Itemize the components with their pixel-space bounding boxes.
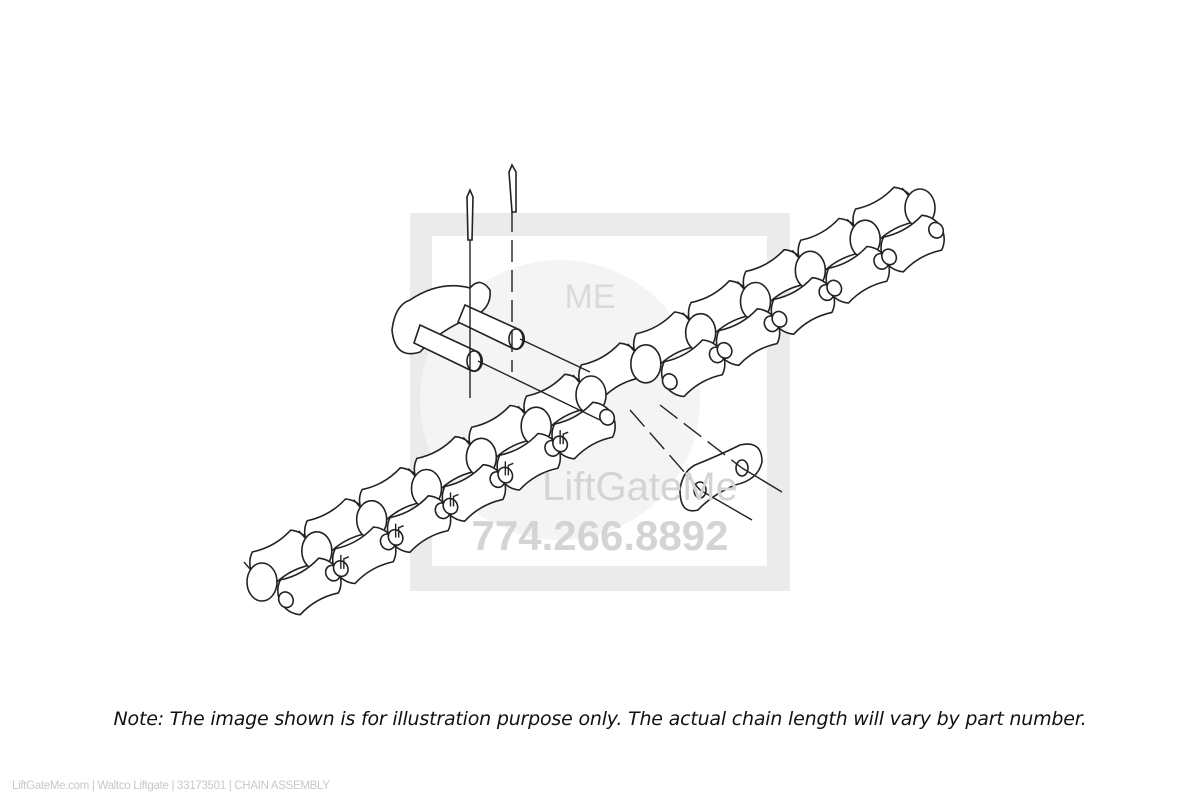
cotter-pin-installed (340, 554, 350, 569)
pin-end (277, 591, 295, 609)
roller (246, 562, 278, 602)
cotter-pin-installed (559, 430, 569, 445)
roller (630, 344, 662, 384)
pin-hole (661, 373, 678, 391)
cotter-pin (466, 187, 474, 241)
pin-end (598, 408, 616, 426)
pin-hole (771, 310, 788, 328)
chain-link-front (551, 401, 616, 460)
watermark-logo-text: ME (565, 278, 616, 316)
cotter-pin-installed (504, 461, 514, 476)
chain-link-front (496, 432, 562, 491)
cotter-pin-installed (394, 523, 404, 538)
cotter-pin (508, 163, 517, 213)
pin-hole (927, 221, 945, 239)
watermark-brand: LiftGateMe (542, 465, 738, 509)
pin-hole (881, 248, 898, 266)
side-plate (629, 404, 783, 521)
pin-hole (826, 279, 843, 297)
chain-link-front (277, 557, 342, 616)
watermark-phone: 774.266.8892 (472, 512, 729, 559)
chain-link-front (880, 214, 945, 273)
illustration-note: Note: The image shown is for illustratio… (113, 708, 1087, 730)
watermark-lettering: LiftGateMe 774.266.8892 (472, 465, 738, 559)
pin-hole (716, 341, 733, 359)
roller-chain (243, 186, 945, 616)
footer-caption: LiftGateMe.com | Waltco Liftgate | 33173… (12, 780, 330, 792)
connecting-link (391, 210, 601, 421)
cotter-pin-installed (449, 492, 459, 507)
